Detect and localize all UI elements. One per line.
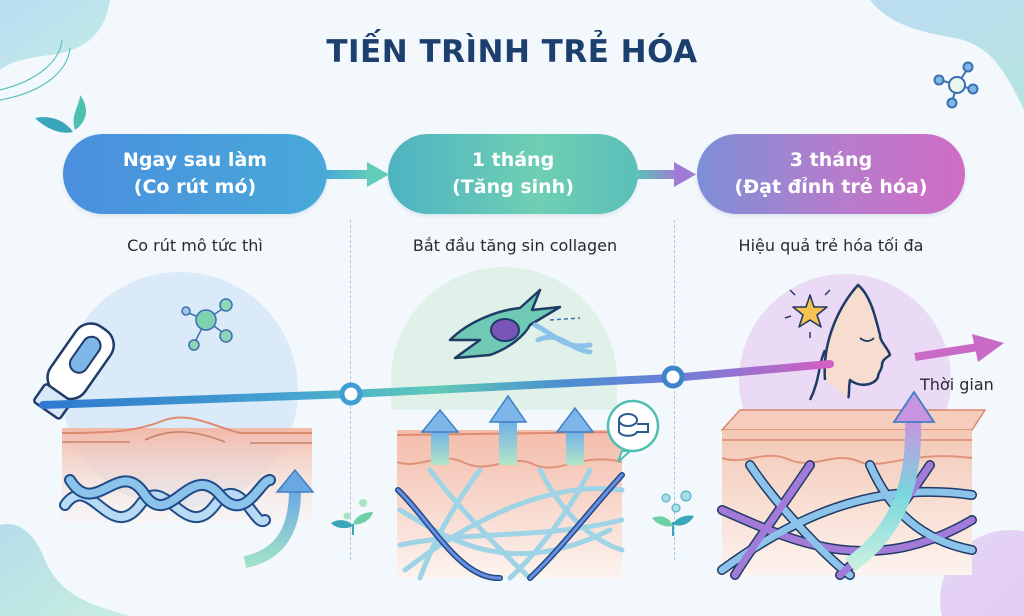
cell-icon — [448, 288, 593, 360]
molecule-icon — [933, 61, 979, 109]
molecule-icon — [181, 298, 233, 351]
page-title: TIẾN TRÌNH TRẺ HÓA — [326, 34, 698, 70]
stage-2-subtitle: (Tăng sinh) — [452, 176, 574, 198]
sprout-icon — [652, 490, 694, 536]
stage-3-subtitle: (Đạt đỉnh trẻ hóa) — [734, 176, 928, 198]
stage-1-badge: Ngay sau làm (Co rút mó) — [63, 134, 327, 214]
stage-2-title: 1 tháng — [471, 149, 555, 171]
stage-1-description: Co rút mô tức thì — [127, 236, 263, 255]
stage-1-illustration — [33, 272, 315, 568]
arrow-right-icon — [325, 162, 389, 187]
sprout-icon — [331, 499, 373, 535]
stage-2-badge: 1 tháng (Tăng sinh) — [388, 134, 638, 214]
stage-1-title: Ngay sau làm — [122, 149, 268, 171]
timeline-marker-1 — [339, 382, 363, 406]
star-icon — [784, 289, 831, 338]
leaf-icon — [35, 95, 87, 133]
stage-3-title: 3 tháng — [789, 149, 873, 171]
timeline-marker-2 — [661, 365, 685, 389]
face-icon — [808, 283, 892, 401]
timeline-axis — [39, 334, 1004, 409]
timeline-axis-label: Thời gian — [920, 375, 994, 394]
measuring-tape-icon — [606, 399, 660, 463]
stage-3-illustration — [717, 274, 987, 580]
stage-3-description: Hiệu quả trẻ hóa tối đa — [738, 236, 924, 255]
arrow-up-icon — [420, 394, 595, 465]
stage-2-description: Bắt đầu tăng sin collagen — [412, 236, 618, 255]
arrow-right-icon — [636, 162, 696, 187]
stage-2-illustration — [391, 267, 660, 582]
stage-3-badge: 3 tháng (Đạt đỉnh trẻ hóa) — [697, 134, 965, 214]
stage-1-subtitle: (Co rút mó) — [133, 176, 257, 198]
separator — [674, 220, 675, 560]
